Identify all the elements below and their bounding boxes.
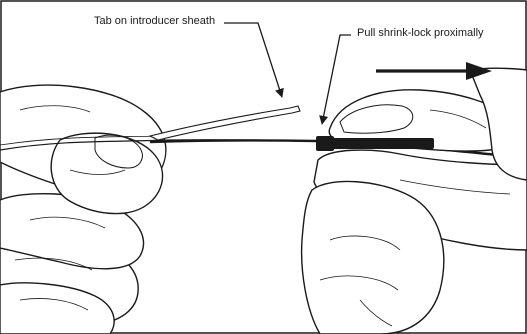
right-hand	[302, 68, 527, 334]
tab-callout-label: Tab on introducer sheath	[94, 15, 215, 27]
left-hand	[0, 85, 166, 334]
callout-arrow-icon	[224, 23, 282, 97]
introducer-tab	[150, 106, 300, 140]
pull-callout-label: Pull shrink-lock proximally	[357, 27, 484, 39]
